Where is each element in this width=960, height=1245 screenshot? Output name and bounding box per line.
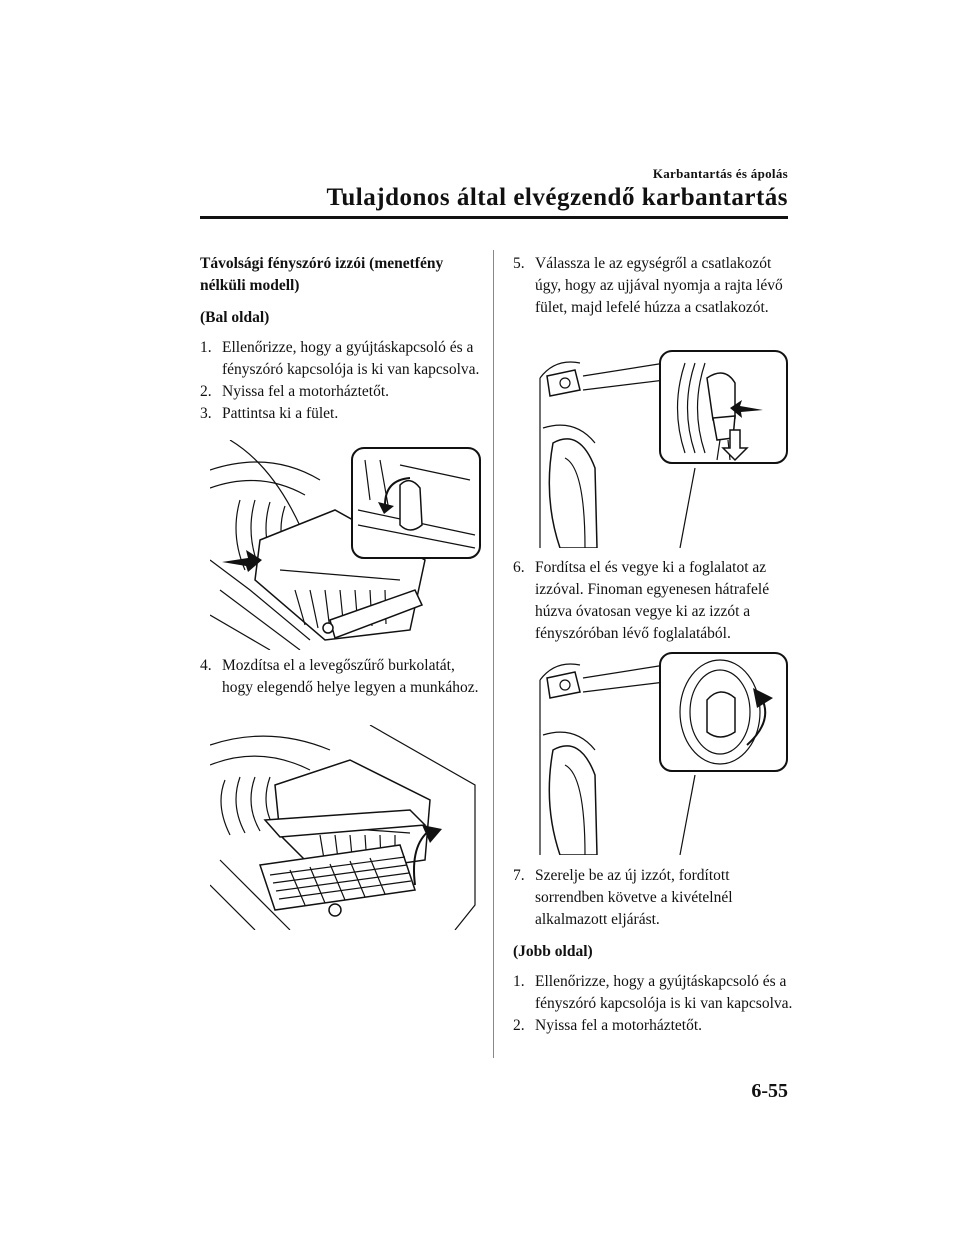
section-label: Karbantartás és ápolás — [652, 166, 788, 181]
step-item: 1.Ellenőrizze, hogy a gyújtáskapcsoló és… — [513, 973, 793, 1012]
step-item: 1.Ellenőrizze, hogy a gyújtáskapcsoló és… — [200, 339, 480, 378]
section-heading: Távolsági fényszóró izzói (menetfény nél… — [200, 255, 444, 294]
right-steps-c: 7.Szerelje be az új izzót, fordított sor… — [513, 865, 793, 931]
left-column-top: Távolsági fényszóró izzói (menetfény nél… — [200, 253, 480, 425]
figure-socket-rotation — [535, 650, 790, 855]
step-item: 3.Pattintsa ki a fület. — [200, 405, 339, 422]
right-steps-d: 1.Ellenőrizze, hogy a gyújtáskapcsoló és… — [513, 971, 793, 1037]
right-column-middle: 6.Fordítsa el és vegye ki a foglalatot a… — [513, 557, 793, 645]
right-column-bottom: 7.Szerelje be az új izzót, fordított sor… — [513, 865, 793, 1037]
side-label-right: (Jobb oldal) — [513, 943, 593, 960]
column-divider — [493, 250, 494, 1058]
right-steps-a: 5.Válassza le az egységről a csatlakozót… — [513, 253, 793, 319]
right-column-top: 5.Válassza le az egységről a csatlakozót… — [513, 253, 793, 319]
left-column-bottom: 4.Mozdítsa el a levegőszűrő burkolatát, … — [200, 655, 480, 699]
right-steps-b: 6.Fordítsa el és vegye ki a foglalatot a… — [513, 557, 793, 645]
step-item: 5.Válassza le az egységről a csatlakozót… — [513, 255, 783, 316]
page-number: 6-55 — [751, 1080, 788, 1102]
page-title: Tulajdonos által elvégzendő karbantartás — [326, 184, 788, 211]
step-item: 6.Fordítsa el és vegye ki a foglalatot a… — [513, 559, 770, 642]
step-item: 2.Nyissa fel a motorháztetőt. — [513, 1017, 703, 1034]
left-steps-a: 1.Ellenőrizze, hogy a gyújtáskapcsoló és… — [200, 337, 480, 425]
side-label-left: (Bal oldal) — [200, 309, 270, 326]
step-item: 4.Mozdítsa el a levegőszűrő burkolatát, … — [200, 657, 479, 696]
step-item: 2.Nyissa fel a motorháztetőt. — [200, 383, 390, 400]
figure-air-cleaner-lift — [210, 725, 482, 930]
header-rule — [200, 216, 788, 219]
step-item: 7.Szerelje be az új izzót, fordított sor… — [513, 867, 733, 928]
left-steps-b: 4.Mozdítsa el a levegőszűrő burkolatát, … — [200, 655, 480, 699]
figure-connector-removal — [535, 348, 790, 548]
figure-tab-release — [210, 440, 482, 650]
